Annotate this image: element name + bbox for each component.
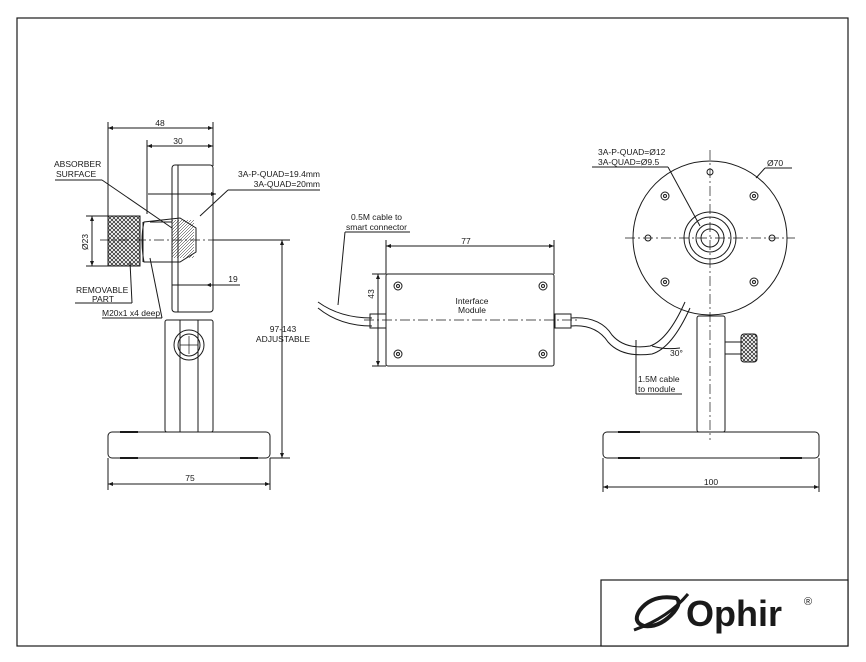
dim-48-label: 48 bbox=[155, 118, 165, 128]
aperture-label-line2: 3A-QUAD=Ø9.5 bbox=[598, 157, 659, 167]
base-side bbox=[107, 431, 271, 459]
removable-label-line1: REMOVABLE bbox=[76, 285, 129, 295]
adjustable-label: ADJUSTABLE bbox=[256, 334, 310, 344]
knurled-removable-part bbox=[107, 215, 141, 267]
cable-long-label-line1: 1.5M cable bbox=[638, 374, 680, 384]
dim-43-label: 43 bbox=[366, 289, 376, 299]
module-label-line2: Module bbox=[458, 305, 486, 315]
dim-19-label: 19 bbox=[228, 274, 238, 284]
logo-box: Ophir ® bbox=[600, 579, 849, 647]
absorber-hatched-section bbox=[172, 220, 194, 258]
dim-75-label: 75 bbox=[185, 473, 195, 483]
depth-label-line2: 3A-QUAD=20mm bbox=[254, 179, 320, 189]
thumbscrew-side bbox=[173, 329, 205, 361]
height-label: 97-143 bbox=[270, 324, 297, 334]
drawing-border bbox=[16, 17, 849, 647]
absorber-label-line1: ABSORBER bbox=[54, 159, 101, 169]
base-front bbox=[602, 431, 820, 459]
depth-label-line1: 3A-P-QUAD=19.4mm bbox=[238, 169, 320, 179]
long-cable bbox=[570, 301, 686, 348]
side-view bbox=[55, 122, 320, 490]
dim-100-label: 100 bbox=[704, 477, 718, 487]
angle-30-label: 30° bbox=[670, 348, 683, 358]
brand-name: Ophir bbox=[686, 593, 782, 634]
cable-short-label-line1: 0.5M cable to bbox=[351, 212, 402, 222]
thread-label: M20x1 x4 deep bbox=[102, 308, 160, 318]
cable-long-label-line2: to module bbox=[638, 384, 676, 394]
cable-short-label-line2: smart connector bbox=[346, 222, 407, 232]
dim-dia70-label: Ø70 bbox=[767, 158, 783, 168]
aperture-label-line1: 3A-P-QUAD=Ø12 bbox=[598, 147, 666, 157]
module-label-line1: Interface bbox=[455, 296, 488, 306]
removable-label-line2: PART bbox=[92, 294, 114, 304]
dim-dia23-label: Ø23 bbox=[80, 234, 90, 250]
absorber-label-line2: SURFACE bbox=[56, 169, 96, 179]
registered-mark: ® bbox=[804, 596, 812, 608]
strain-relief-right bbox=[554, 313, 572, 329]
post-holder-front bbox=[696, 315, 726, 433]
thumbscrew-front bbox=[740, 333, 758, 363]
short-cable bbox=[317, 301, 373, 319]
dim-30-label: 30 bbox=[173, 136, 183, 146]
interface-module-view bbox=[317, 231, 691, 367]
front-view bbox=[592, 150, 820, 492]
dim-77-label: 77 bbox=[461, 236, 471, 246]
ophir-swoosh-icon bbox=[633, 593, 690, 632]
